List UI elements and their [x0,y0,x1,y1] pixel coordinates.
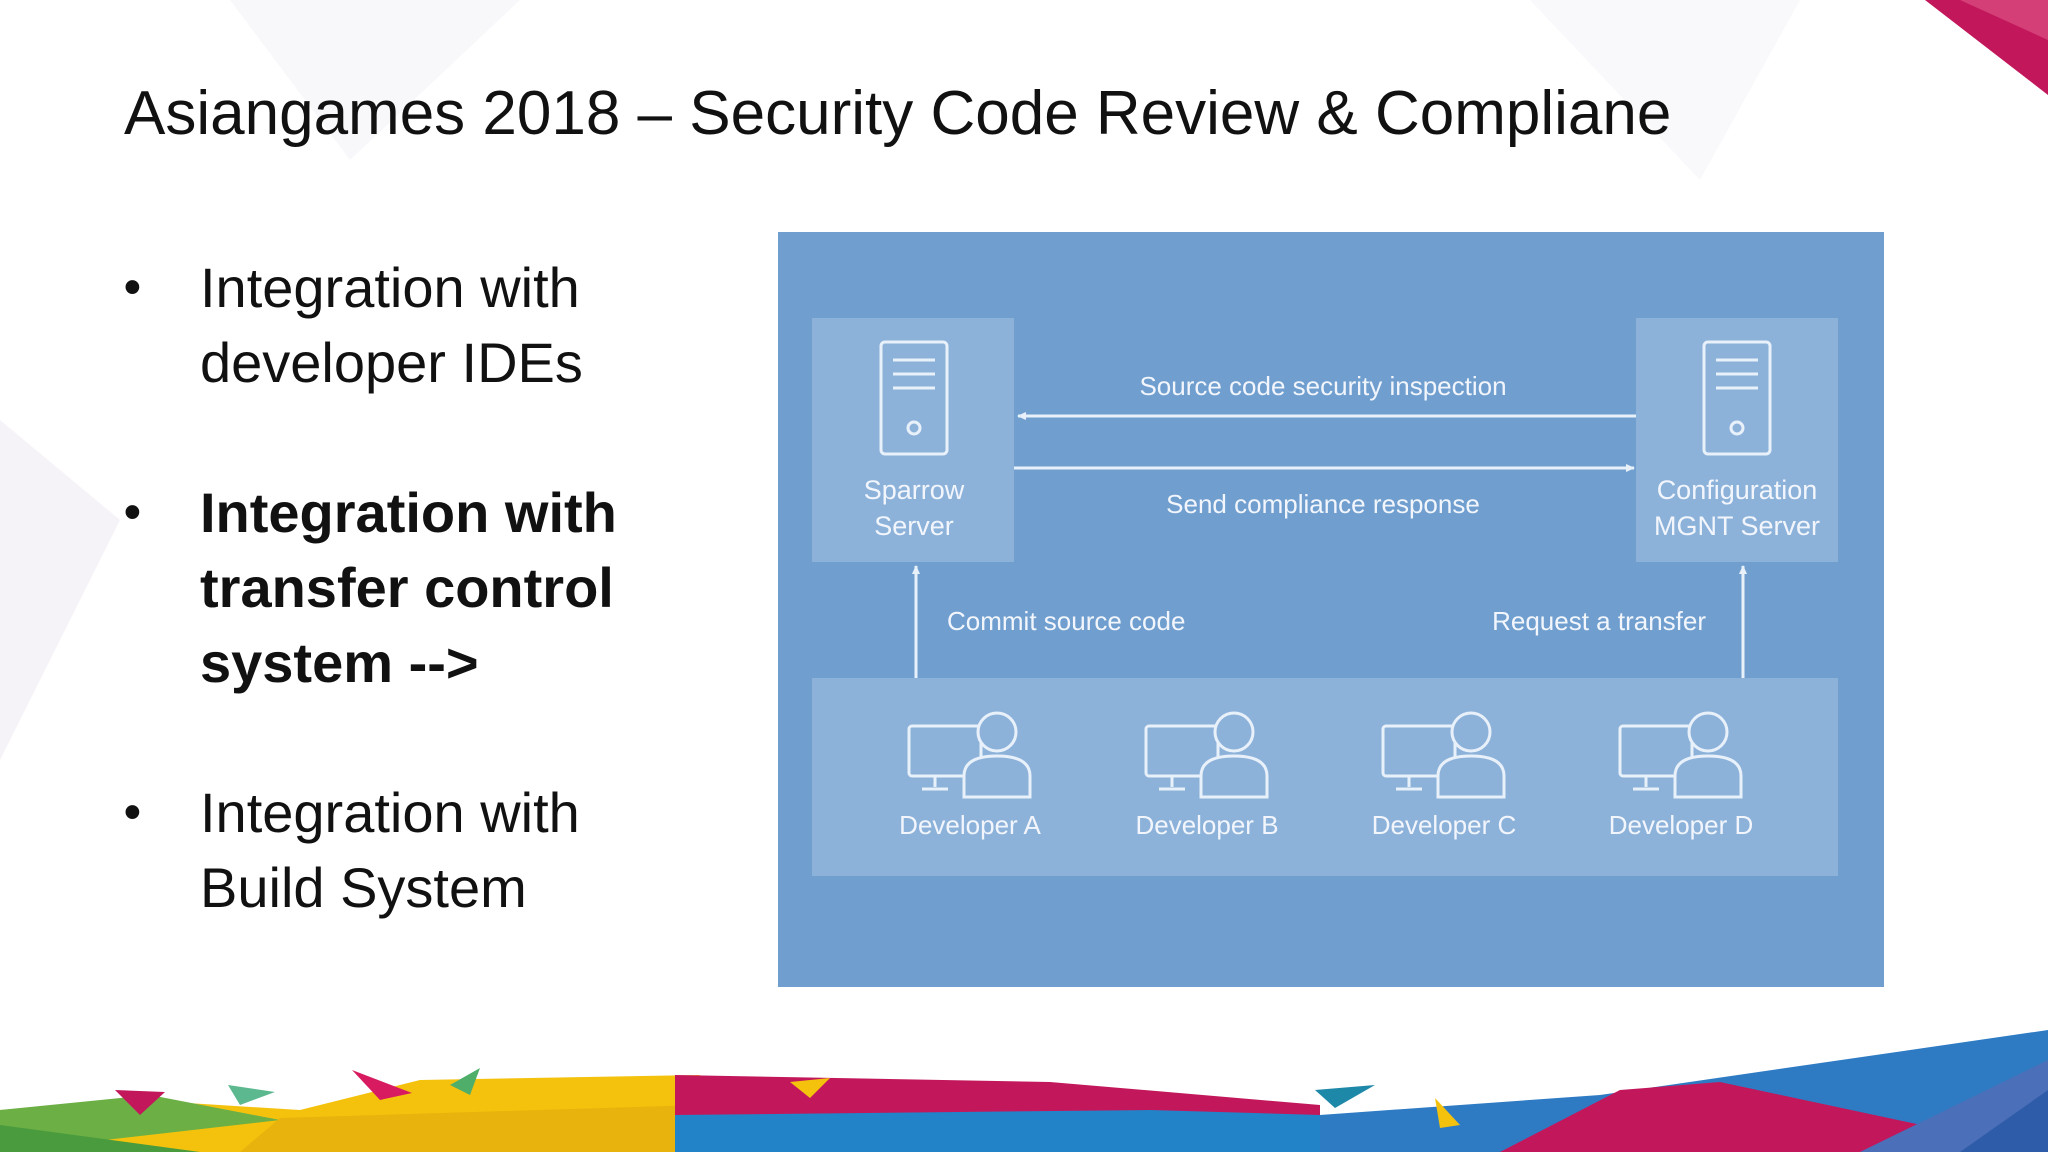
bullet-transfer-control: • Integration with transfer control syst… [124,475,744,700]
config-server-label-line2: MGNT Server [1654,511,1820,541]
developer-label: Developer D [1609,810,1754,840]
developer-label: Developer C [1372,810,1517,840]
server-icon [1702,340,1772,456]
bullet-text-line: system --> [200,631,479,694]
sparrow-server-label-line2: Server [874,511,954,541]
sparrow-server-label-line1: Sparrow [864,475,965,505]
developers-box: Developer A Developer B Developer C Deve… [812,678,1838,876]
commit-arrow-label: Commit source code [947,606,1185,636]
developer-label: Developer B [1135,810,1278,840]
bullet-text-line: transfer control [200,556,614,619]
transfer-arrow-label: Request a transfer [1492,606,1706,636]
slide-title: Asiangames 2018 – Security Code Review &… [124,79,1672,148]
bullet-text-line: Integration with [200,481,617,544]
bullet-dot: • [124,261,141,314]
bullet-dot: • [124,786,141,839]
bullet-dot: • [124,486,141,539]
compliance-arrow-label: Send compliance response [1166,489,1480,519]
inspection-arrow-label: Source code security inspection [1139,371,1506,401]
developer-workstation-icon [907,711,1032,799]
sparrow-server-box: Sparrow Server [812,318,1014,562]
bullet-text-line: developer IDEs [200,331,583,394]
config-server-label-line1: Configuration [1657,475,1818,505]
developer-workstation-icon [1144,711,1269,799]
bullet-text-line: Build System [200,856,527,919]
server-icon [879,340,949,456]
bullet-text-line: Integration with [200,781,580,844]
config-server-box: Configuration MGNT Server [1636,318,1838,562]
bullet-ide-integration: • Integration with developer IDEs [124,250,744,400]
developer-workstation-icon [1381,711,1506,799]
developer-label: Developer A [899,810,1041,840]
bullet-list: • Integration with developer IDEs • Inte… [124,250,744,925]
bullet-text-line: Integration with [200,256,580,319]
bullet-build-system: • Integration with Build System [124,775,744,925]
developer-workstation-icon [1618,711,1743,799]
architecture-diagram: Sparrow Server Configuration MGNT Server… [778,232,1884,987]
